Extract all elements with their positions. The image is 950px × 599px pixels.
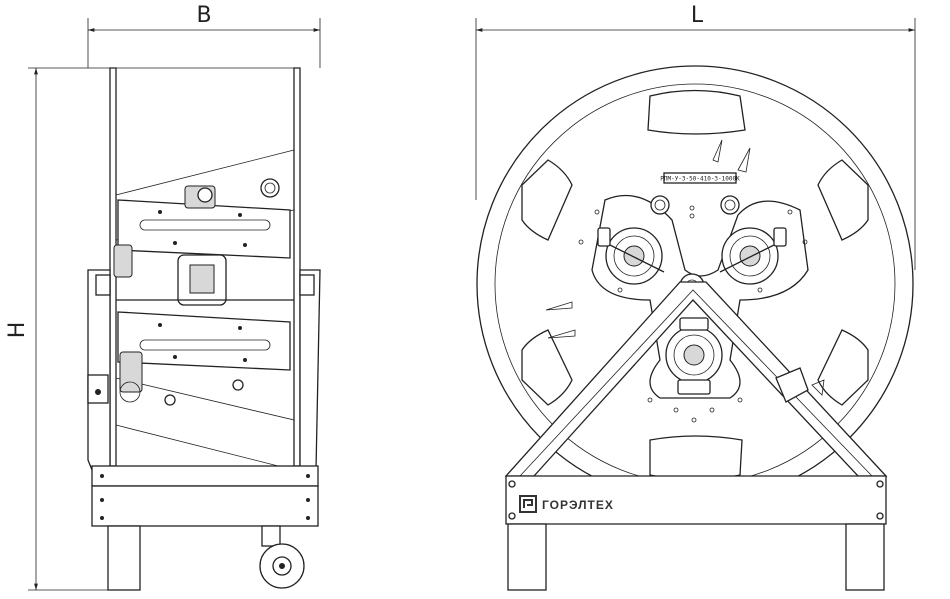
brand-name: ГОРЭЛТЕХ: [542, 498, 614, 512]
dimension-h: H: [5, 67, 110, 591]
dimension-b: B: [87, 3, 321, 68]
connector-left: [597, 227, 665, 285]
front-right-leg: [845, 523, 885, 591]
dimension-h-label: H: [5, 322, 30, 339]
lower-bracket: [117, 311, 291, 371]
base-beam: [91, 485, 319, 527]
connector-right: [719, 227, 787, 285]
connector-bottom: [665, 317, 723, 395]
left-frame-post: [87, 269, 111, 471]
front-left-leg: [507, 523, 547, 591]
brand-logo: [519, 495, 537, 513]
dimension-l: L: [475, 3, 916, 270]
base-frame: [505, 475, 887, 525]
brace-clamp: [775, 367, 809, 403]
bolt-holes: [578, 205, 808, 423]
fitting-top: [184, 178, 280, 209]
nameplate: [663, 172, 737, 184]
right-frame-post: [299, 269, 321, 471]
upper-bracket: [117, 199, 291, 259]
nameplate-text: РПМ-У-3-50-410-3-1000К: [660, 176, 740, 183]
base-beam-top: [91, 465, 319, 487]
front-view: РПМ-У-3-50-410-3-1000К: [476, 65, 914, 591]
dimension-b-label: B: [196, 3, 211, 28]
dimension-l-label: L: [691, 3, 704, 28]
right-flange: [293, 67, 301, 467]
side-foot: [107, 525, 141, 591]
side-view: [87, 67, 321, 591]
